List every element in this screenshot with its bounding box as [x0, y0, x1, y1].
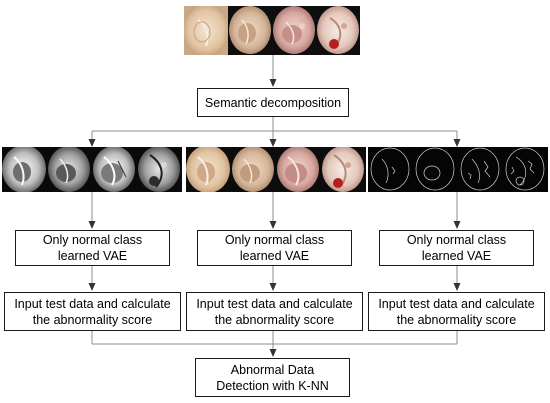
ear-image-2	[228, 6, 272, 55]
color-ear-1	[186, 147, 230, 192]
top-images	[184, 6, 360, 55]
color-images	[186, 147, 366, 192]
score-box-middle: Input test data and calculate the abnorm…	[186, 292, 363, 331]
vae-box-middle: Only normal class learned VAE	[197, 230, 352, 266]
edge-ear-1	[370, 147, 410, 191]
color-ear-4	[322, 147, 364, 192]
edge-images	[368, 147, 548, 192]
score-box-left: Input test data and calculate the abnorm…	[4, 292, 181, 331]
color-ear-3	[277, 147, 319, 192]
gray-ear-2	[48, 147, 90, 192]
edge-ear-3	[460, 147, 500, 191]
ear-image-4	[316, 6, 360, 55]
grayscale-images	[2, 147, 182, 192]
grayscale-image-strip	[2, 147, 182, 192]
gray-ear-4	[138, 147, 180, 192]
color-image-strip	[186, 147, 366, 192]
score-box-right: Input test data and calculate the abnorm…	[368, 292, 545, 331]
semantic-decomposition-box: Semantic decomposition	[197, 88, 349, 117]
gray-ear-1	[2, 147, 46, 192]
color-ear-2	[232, 147, 274, 192]
ear-image-3	[272, 6, 316, 55]
edge-ear-2	[415, 147, 455, 191]
vae-box-right: Only normal class learned VAE	[379, 230, 534, 266]
ear-image-1	[184, 6, 230, 55]
gray-ear-3	[93, 147, 135, 192]
vae-box-left: Only normal class learned VAE	[15, 230, 170, 266]
top-image-strip	[184, 6, 360, 55]
knn-detection-box: Abnormal Data Detection with K-NN	[195, 358, 350, 397]
edge-ear-4	[505, 147, 545, 191]
edge-image-strip	[368, 147, 548, 192]
